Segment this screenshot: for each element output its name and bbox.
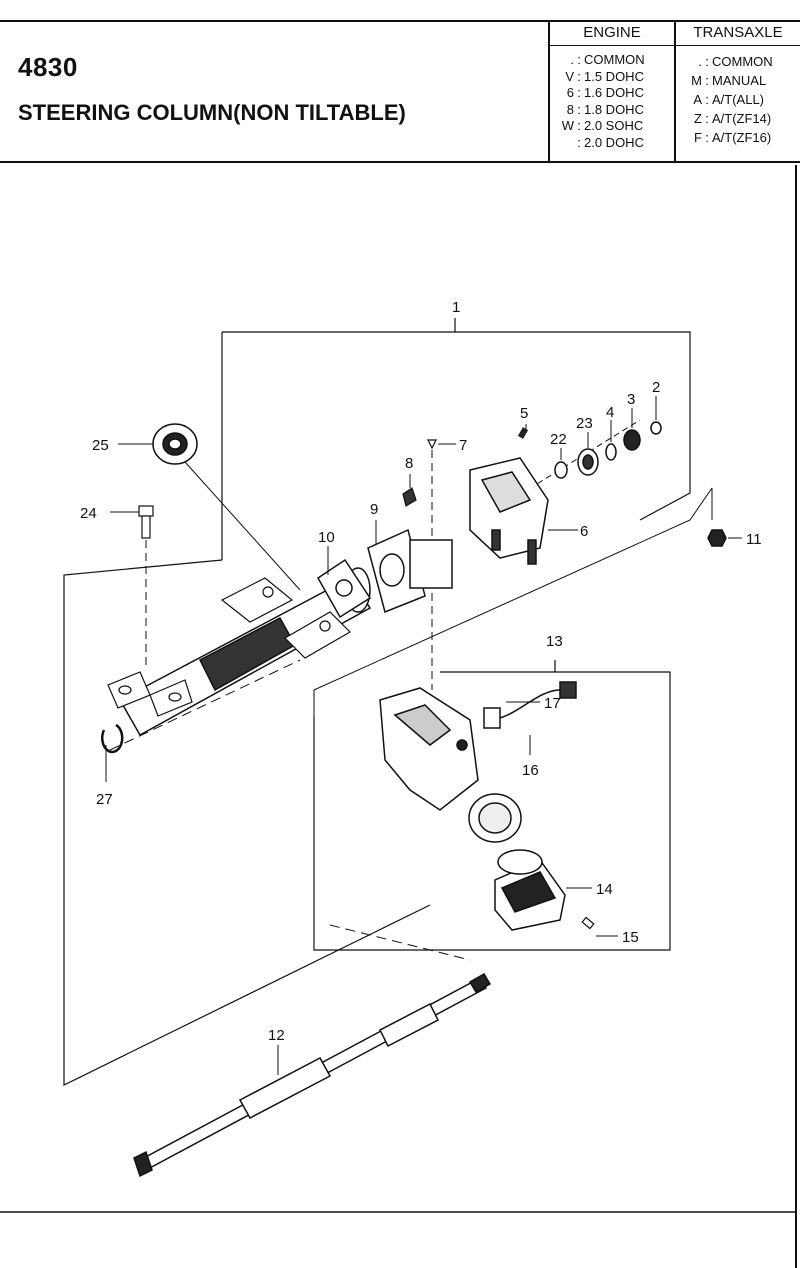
centerline-top	[494, 419, 641, 511]
assembly-1-outline	[222, 331, 691, 521]
part-9-lock-housing	[367, 528, 453, 614]
part-11-nut	[707, 529, 727, 547]
subassembly-13-box	[313, 671, 671, 951]
part-8-screw	[402, 487, 417, 507]
transaxle-legend-list: .:COMMON M:MANUAL A:A/T(ALL) Z:A/T(ZF14)…	[684, 52, 773, 147]
callout-5: 5	[520, 405, 528, 422]
callout-7: 7	[459, 437, 467, 454]
callout-6: 6	[580, 523, 588, 540]
legend-row: .:COMMON	[698, 54, 773, 69]
legend-heading-rule	[548, 45, 800, 46]
part-5-screw	[517, 427, 529, 439]
callout-22: 22	[550, 431, 567, 448]
engine-legend-list: .:COMMON V:1.5 DOHC 6:1.6 DOHC 8:1.8 DOH…	[556, 52, 645, 151]
callout-15: 15	[622, 929, 639, 946]
legend-row: F:A/T(ZF16)	[694, 130, 772, 145]
page-title: STEERING COLUMN(NON TILTABLE)	[18, 100, 406, 125]
upper-mount-bracket	[220, 577, 351, 659]
callout-17: 17	[544, 695, 561, 712]
engine-heading: ENGINE	[583, 24, 641, 41]
part-4-ring	[605, 443, 617, 461]
legend-row: 8:1.8 DOHC	[566, 101, 644, 117]
callout-10: 10	[318, 529, 335, 546]
callout-12: 12	[268, 1027, 285, 1044]
callout-2: 2	[652, 379, 660, 396]
subassembly-13-link	[313, 487, 713, 717]
callout-8: 8	[405, 455, 413, 472]
callout-25: 25	[92, 437, 109, 454]
part-10-plate	[317, 558, 372, 619]
legend-row: V:1.5 DOHC	[565, 68, 644, 84]
legend-left-border	[548, 20, 550, 163]
legend-row: A:A/T(ALL)	[693, 92, 765, 107]
legend-row: W:2.0 SOHC	[561, 118, 644, 133]
callout-9: 9	[370, 501, 378, 518]
callout-11: 11	[746, 531, 762, 548]
legend-row: .:COMMON	[570, 52, 645, 67]
part-27-snap-ring	[100, 723, 124, 754]
lower-clamp-bracket	[107, 671, 193, 717]
part-22-washer	[554, 461, 568, 479]
part-14-ignition-switch	[494, 849, 566, 931]
centerline-lower	[329, 924, 471, 961]
callout-24: 24	[80, 505, 97, 522]
part-24-bolt	[138, 505, 154, 539]
legend-row: :2.0 DOHC	[577, 134, 644, 150]
callout-1: 1	[452, 299, 460, 316]
header-top-rule	[0, 20, 800, 22]
legend-row: M:MANUAL	[691, 73, 767, 88]
callout-14: 14	[596, 881, 613, 898]
part-25-bearing	[152, 423, 198, 465]
leader-25-diag	[184, 461, 301, 591]
legend-row: 6:1.6 DOHC	[566, 85, 644, 100]
part-16-wire-harness	[483, 681, 577, 729]
callout-16: 16	[522, 762, 539, 779]
part-7-pin	[427, 439, 437, 450]
centerline-shaft	[109, 659, 301, 751]
callout-27: 27	[96, 791, 113, 808]
part-23-bushing	[577, 448, 599, 476]
callout-13: 13	[546, 633, 563, 650]
transaxle-heading: TRANSAXLE	[693, 24, 783, 41]
part-3-spring	[623, 429, 641, 451]
legend-middle-divider	[674, 20, 676, 163]
legend-row: Z:A/T(ZF14)	[694, 111, 772, 126]
section-code: 4830	[18, 52, 78, 82]
assembly-1-outline-lower	[63, 559, 431, 1086]
callout-23: 23	[576, 415, 593, 432]
part-13-lock-body	[379, 687, 522, 843]
part-15-screw	[581, 916, 595, 930]
callout-3: 3	[627, 391, 635, 408]
part-12-steering-shaft	[133, 972, 492, 1178]
part-2-nut	[650, 421, 662, 435]
header-bottom-rule	[0, 161, 800, 163]
part-6-upper-housing	[469, 457, 549, 565]
callout-4: 4	[606, 404, 614, 421]
